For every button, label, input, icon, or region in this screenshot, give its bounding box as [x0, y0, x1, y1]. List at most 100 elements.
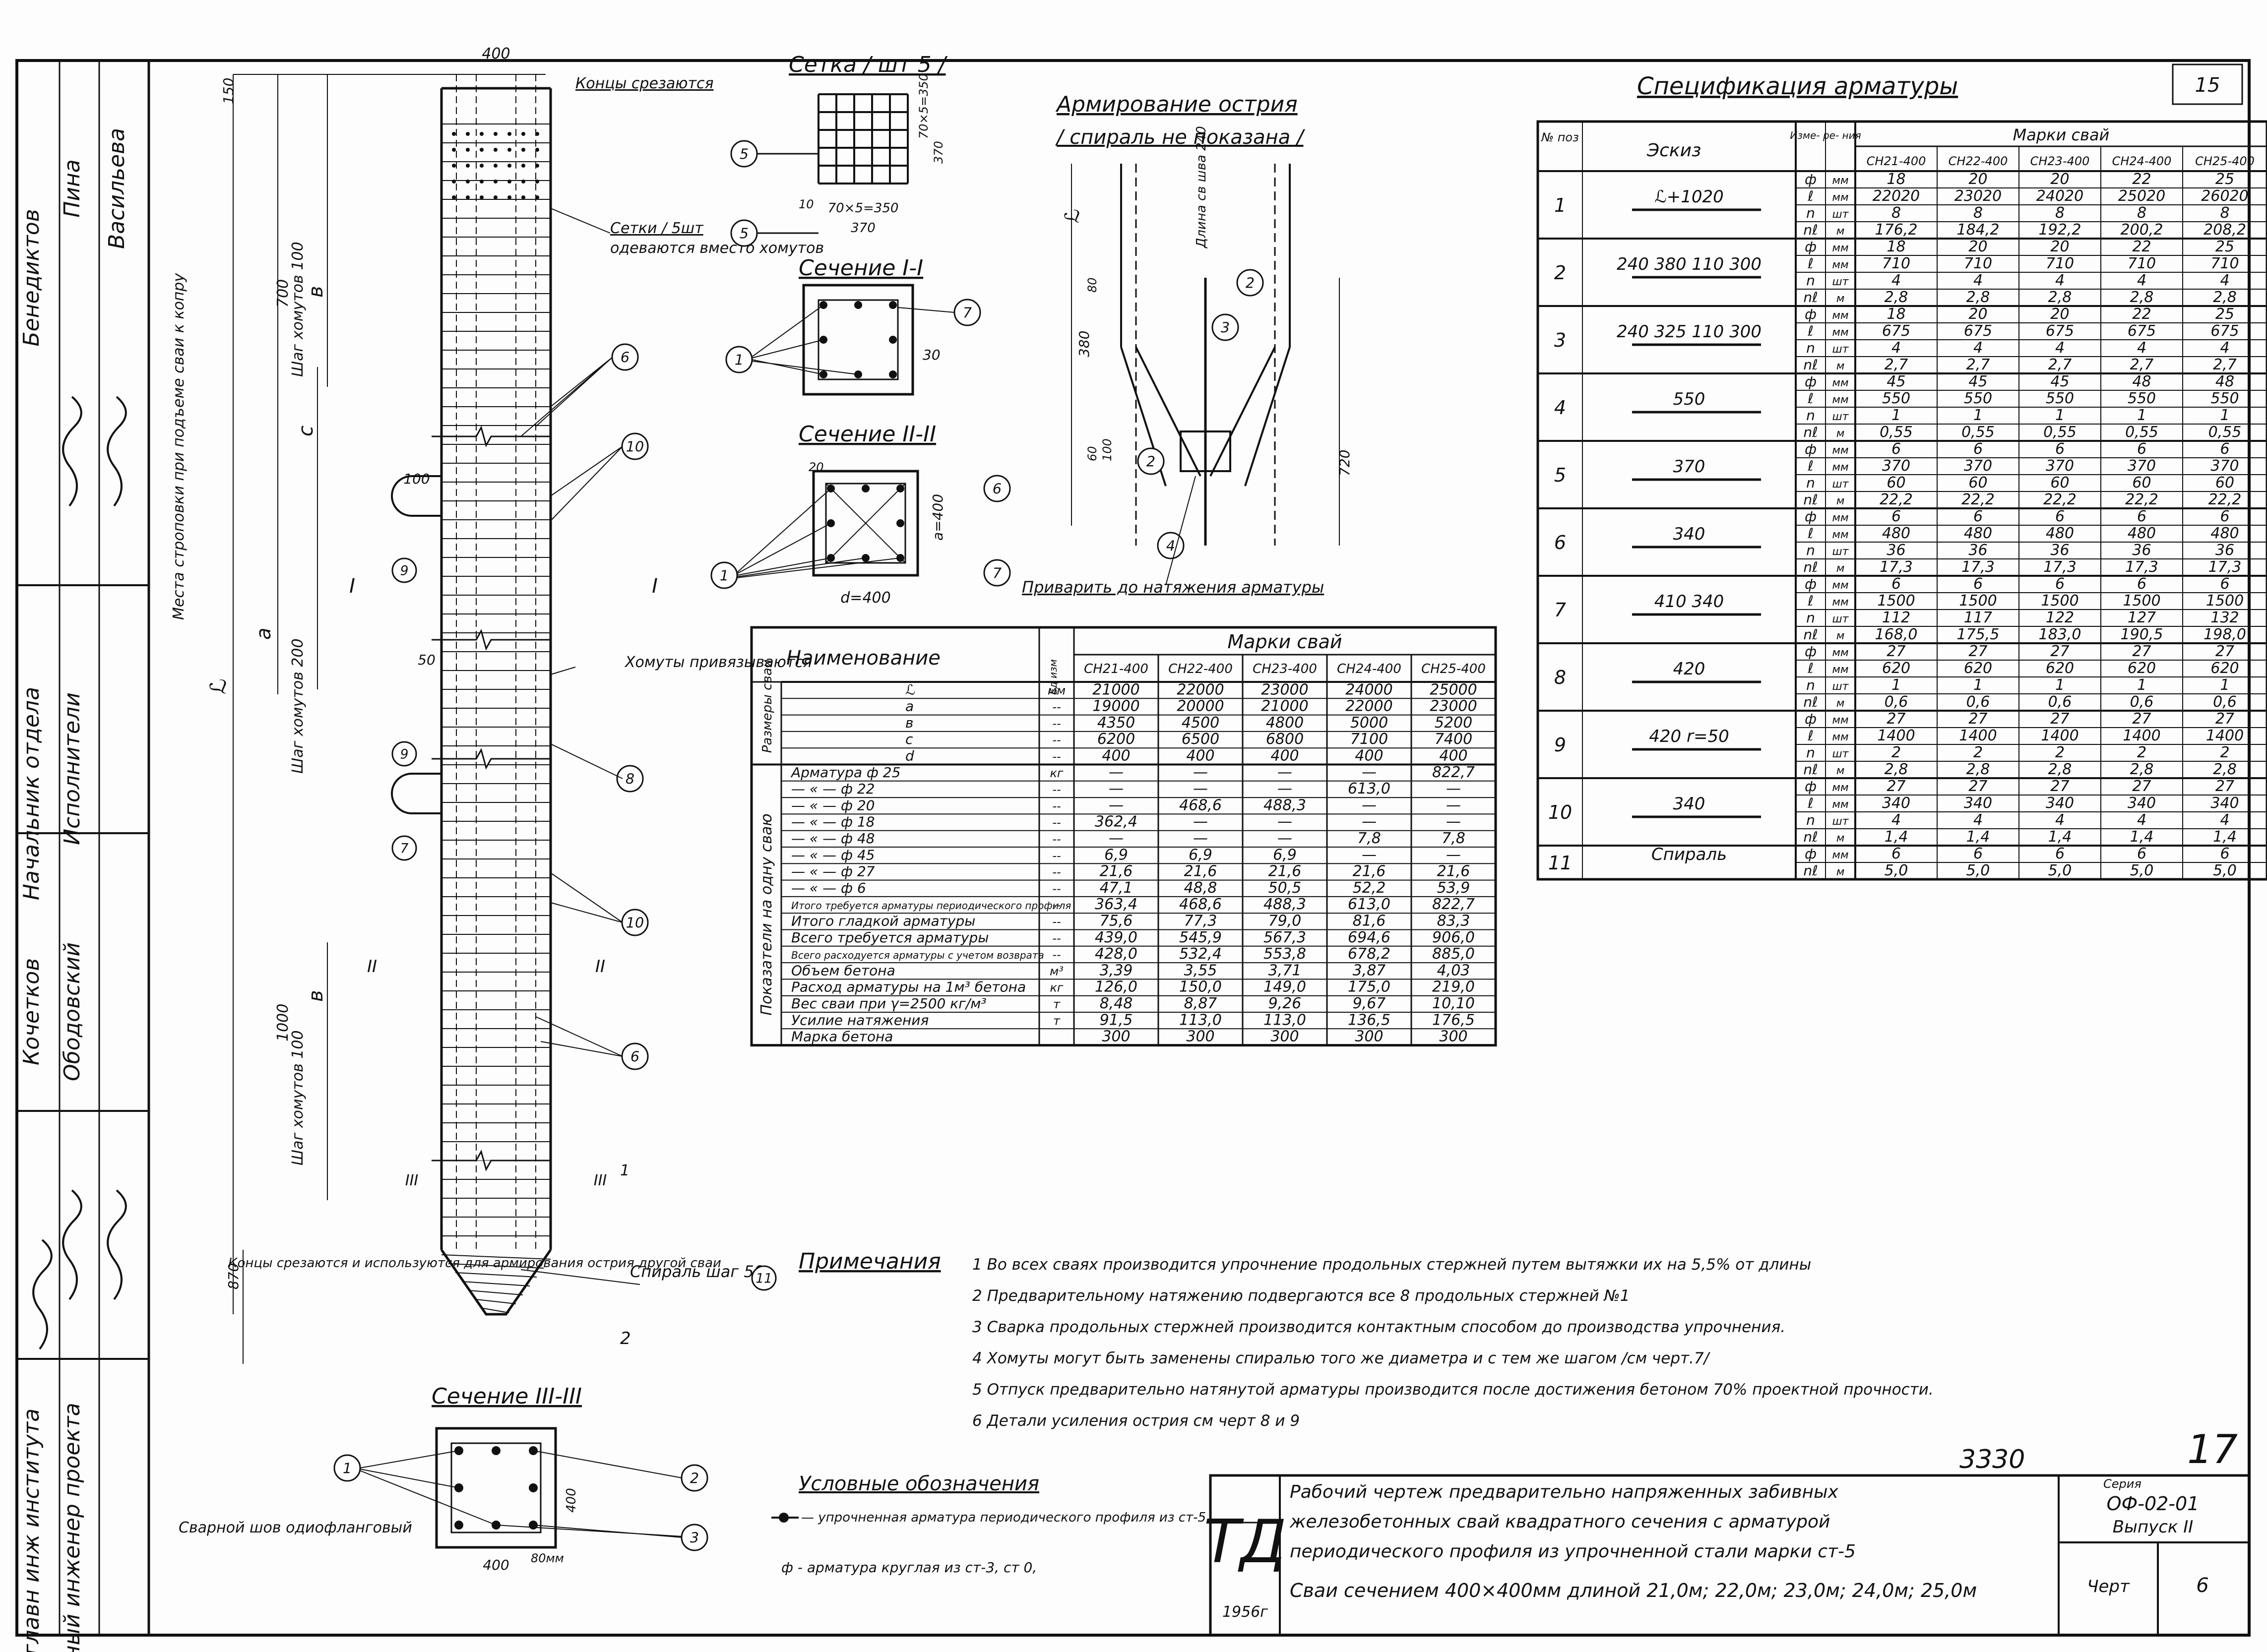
mtable-row-20-name: Усилие натяжения: [791, 1012, 929, 1028]
spec-pos-2-r3-v1: 2,7: [1966, 356, 1990, 373]
tip-dim-100: 100: [1100, 438, 1114, 461]
spec-pos-7-r3-v1: 0,6: [1966, 693, 1990, 711]
tip-dim-380: 380: [1076, 331, 1092, 357]
spec-pos-8-r1-sym: ℓ: [1807, 728, 1814, 744]
mtable-row-21-v0: 300: [1102, 1028, 1130, 1045]
spec-pos-7-r0-v3: 27: [2132, 643, 2151, 660]
tip-callout-4: [1157, 532, 1185, 559]
spec-pos-1-r2-sym: n: [1806, 272, 1815, 289]
section3-tie: [450, 1442, 542, 1533]
spec-pos-4-sketch: 370: [1673, 457, 1705, 477]
spec-hdr-mark-0: СН21-400: [1867, 154, 1926, 168]
mtable-hdr-unit: Ед изм: [1047, 659, 1059, 695]
spec-pos-8-r2-sym: n: [1806, 744, 1815, 761]
mtable-row-4-v2: 400: [1270, 747, 1299, 765]
mtable-row-16-v4: 885,0: [1432, 945, 1475, 963]
mtable-row-15-unit: --: [1052, 931, 1061, 945]
spec-pos-9-sketch: 340: [1673, 794, 1705, 814]
spec-pos-7-r1-v0: 620: [1882, 660, 1910, 677]
spec-pos-2-r3-v4: 2,7: [2213, 356, 2237, 373]
spec-pos-4-r3-v2: 22,2: [2043, 491, 2077, 508]
spec-pos-3-r3-v4: 0,55: [2208, 424, 2242, 441]
mtable-row-3-v0: 6200: [1097, 731, 1135, 748]
mtable-row-18-unit: кг: [1050, 981, 1063, 995]
signature-4: [32, 1239, 53, 1350]
spec-pos-2-r0-v4: 25: [2215, 306, 2234, 323]
spec-pos-1-r3-unit: м: [1836, 293, 1845, 305]
spec-pos-4-r1-v0: 370: [1882, 457, 1910, 475]
mtable-row-10-v0: 6,9: [1104, 846, 1128, 863]
spec-pos-5-r1-v4: 480: [2210, 525, 2239, 542]
spec-pos-7-sketch: 420: [1673, 659, 1705, 679]
label-sec-III-left: III: [405, 1172, 419, 1189]
spec-pos-9-r0-v2: 27: [2050, 778, 2069, 795]
pile-mesh-dot: [466, 132, 470, 136]
pile-spiral-4: [469, 1290, 523, 1295]
tblock-series-label: Серия: [2103, 1477, 2141, 1491]
spec-pos-8-r3-v1: 2,8: [1966, 761, 1990, 778]
spec-pos-8-r1-v0: 1400: [1877, 727, 1915, 744]
spec-pos-7-r3-v4: 0,6: [2213, 693, 2237, 711]
pile-mesh-dot: [466, 195, 470, 199]
spec-hdr-sketch: Эскиз: [1646, 140, 1701, 161]
spec-pos-4-r2-v3: 60: [2132, 474, 2151, 491]
spec-pos-9-r2-v3: 4: [2137, 811, 2146, 829]
spec-pos-6-r3-v4: 198,0: [2204, 626, 2246, 643]
stamp-name-vasilieva: Васильева: [104, 128, 129, 249]
mtable-row-1-v4: 23000: [1430, 698, 1477, 715]
mtable-row-7-v4: —: [1446, 796, 1461, 814]
mesh-dim-10: 10: [799, 197, 814, 211]
spec-pos-0-r2-unit: шт: [1832, 208, 1849, 221]
pile-mesh-dot: [480, 164, 484, 168]
legend-symbol1-dot: [779, 1513, 789, 1523]
mtable-row-16-v1: 532,4: [1179, 945, 1222, 963]
tip-callout-3-label: 3: [1221, 319, 1230, 336]
stamp-role-deputy: Зам главн инж института: [19, 1408, 44, 1652]
mtable-row-11-v2: 21,6: [1268, 863, 1302, 880]
pile-mesh-dot: [494, 180, 498, 184]
leader-2: [520, 357, 613, 437]
label-dim-870: 870: [225, 1263, 242, 1289]
mtable-row-14-v0: 75,6: [1100, 913, 1133, 930]
spec-pos-0-r1-sym: ℓ: [1807, 188, 1814, 204]
spec-pos-8-r1-v2: 1400: [2041, 727, 2078, 744]
mtable-row-16-unit: --: [1052, 948, 1061, 962]
section1-leader-1: [751, 339, 824, 359]
mtable-row-2-v2: 4800: [1266, 714, 1304, 732]
mesh-callout-5-b-label: 5: [740, 225, 749, 242]
spec-pos-6-r0-v3: 6: [2137, 575, 2146, 593]
spec-pos-9-r2-v0: 4: [1891, 811, 1901, 829]
label-top-width: 400: [482, 45, 510, 62]
section2-callout-7-label: 7: [993, 564, 1002, 581]
spec-pos-1-r3-v2: 2,8: [2048, 289, 2072, 306]
section2-diag: [825, 483, 906, 563]
mtable-row-21-v4: 300: [1439, 1028, 1467, 1045]
mtable-row-7-v2: 488,3: [1263, 796, 1306, 814]
tip-callout-2-bottom-label: 2: [1146, 453, 1155, 470]
mtable-row-9-v0: —: [1109, 830, 1124, 847]
mtable-row-12-v1: 48,8: [1184, 879, 1217, 897]
spec-pos-5-r2-sym: n: [1806, 542, 1815, 558]
tip-weld-len: Длина св шва 240: [1194, 126, 1209, 248]
mtable-row-1-v1: 20000: [1177, 698, 1224, 715]
spec-pos-5-r2-unit: шт: [1832, 546, 1849, 558]
mtable-row-7-unit: --: [1052, 799, 1061, 813]
spec-pos-8-r0-v0: 27: [1887, 710, 1905, 728]
pile-mesh-dot: [480, 132, 484, 136]
spec-pos-0-r3-v4: 208,2: [2204, 221, 2246, 239]
spec-pos-7-r1-v3: 620: [2128, 660, 2156, 677]
spec-pos-7-r1-v2: 620: [2046, 660, 2074, 677]
pile-mesh-dot: [535, 132, 539, 136]
mtable-row-19-v2: 9,26: [1268, 995, 1302, 1012]
legend-block: Условные обозначения— упрочненная армату…: [771, 1472, 1206, 1576]
mtable-row-5-v3: —: [1362, 764, 1377, 781]
mtable-row-1-v2: 21000: [1261, 698, 1308, 715]
section1-callout-7-label: 7: [963, 304, 972, 321]
spec-pos-2-r1-v4: 675: [2210, 322, 2239, 340]
spec-pos-5-r2-v1: 36: [1968, 542, 1987, 559]
weld-note: Сварной шов одиофланговый: [179, 1519, 412, 1536]
spec-pos-6-r1-v1: 1500: [1959, 592, 1997, 610]
spec-pos-9-r0-v0: 27: [1887, 778, 1905, 795]
spec-pos-8-r1-unit: мм: [1832, 731, 1848, 743]
